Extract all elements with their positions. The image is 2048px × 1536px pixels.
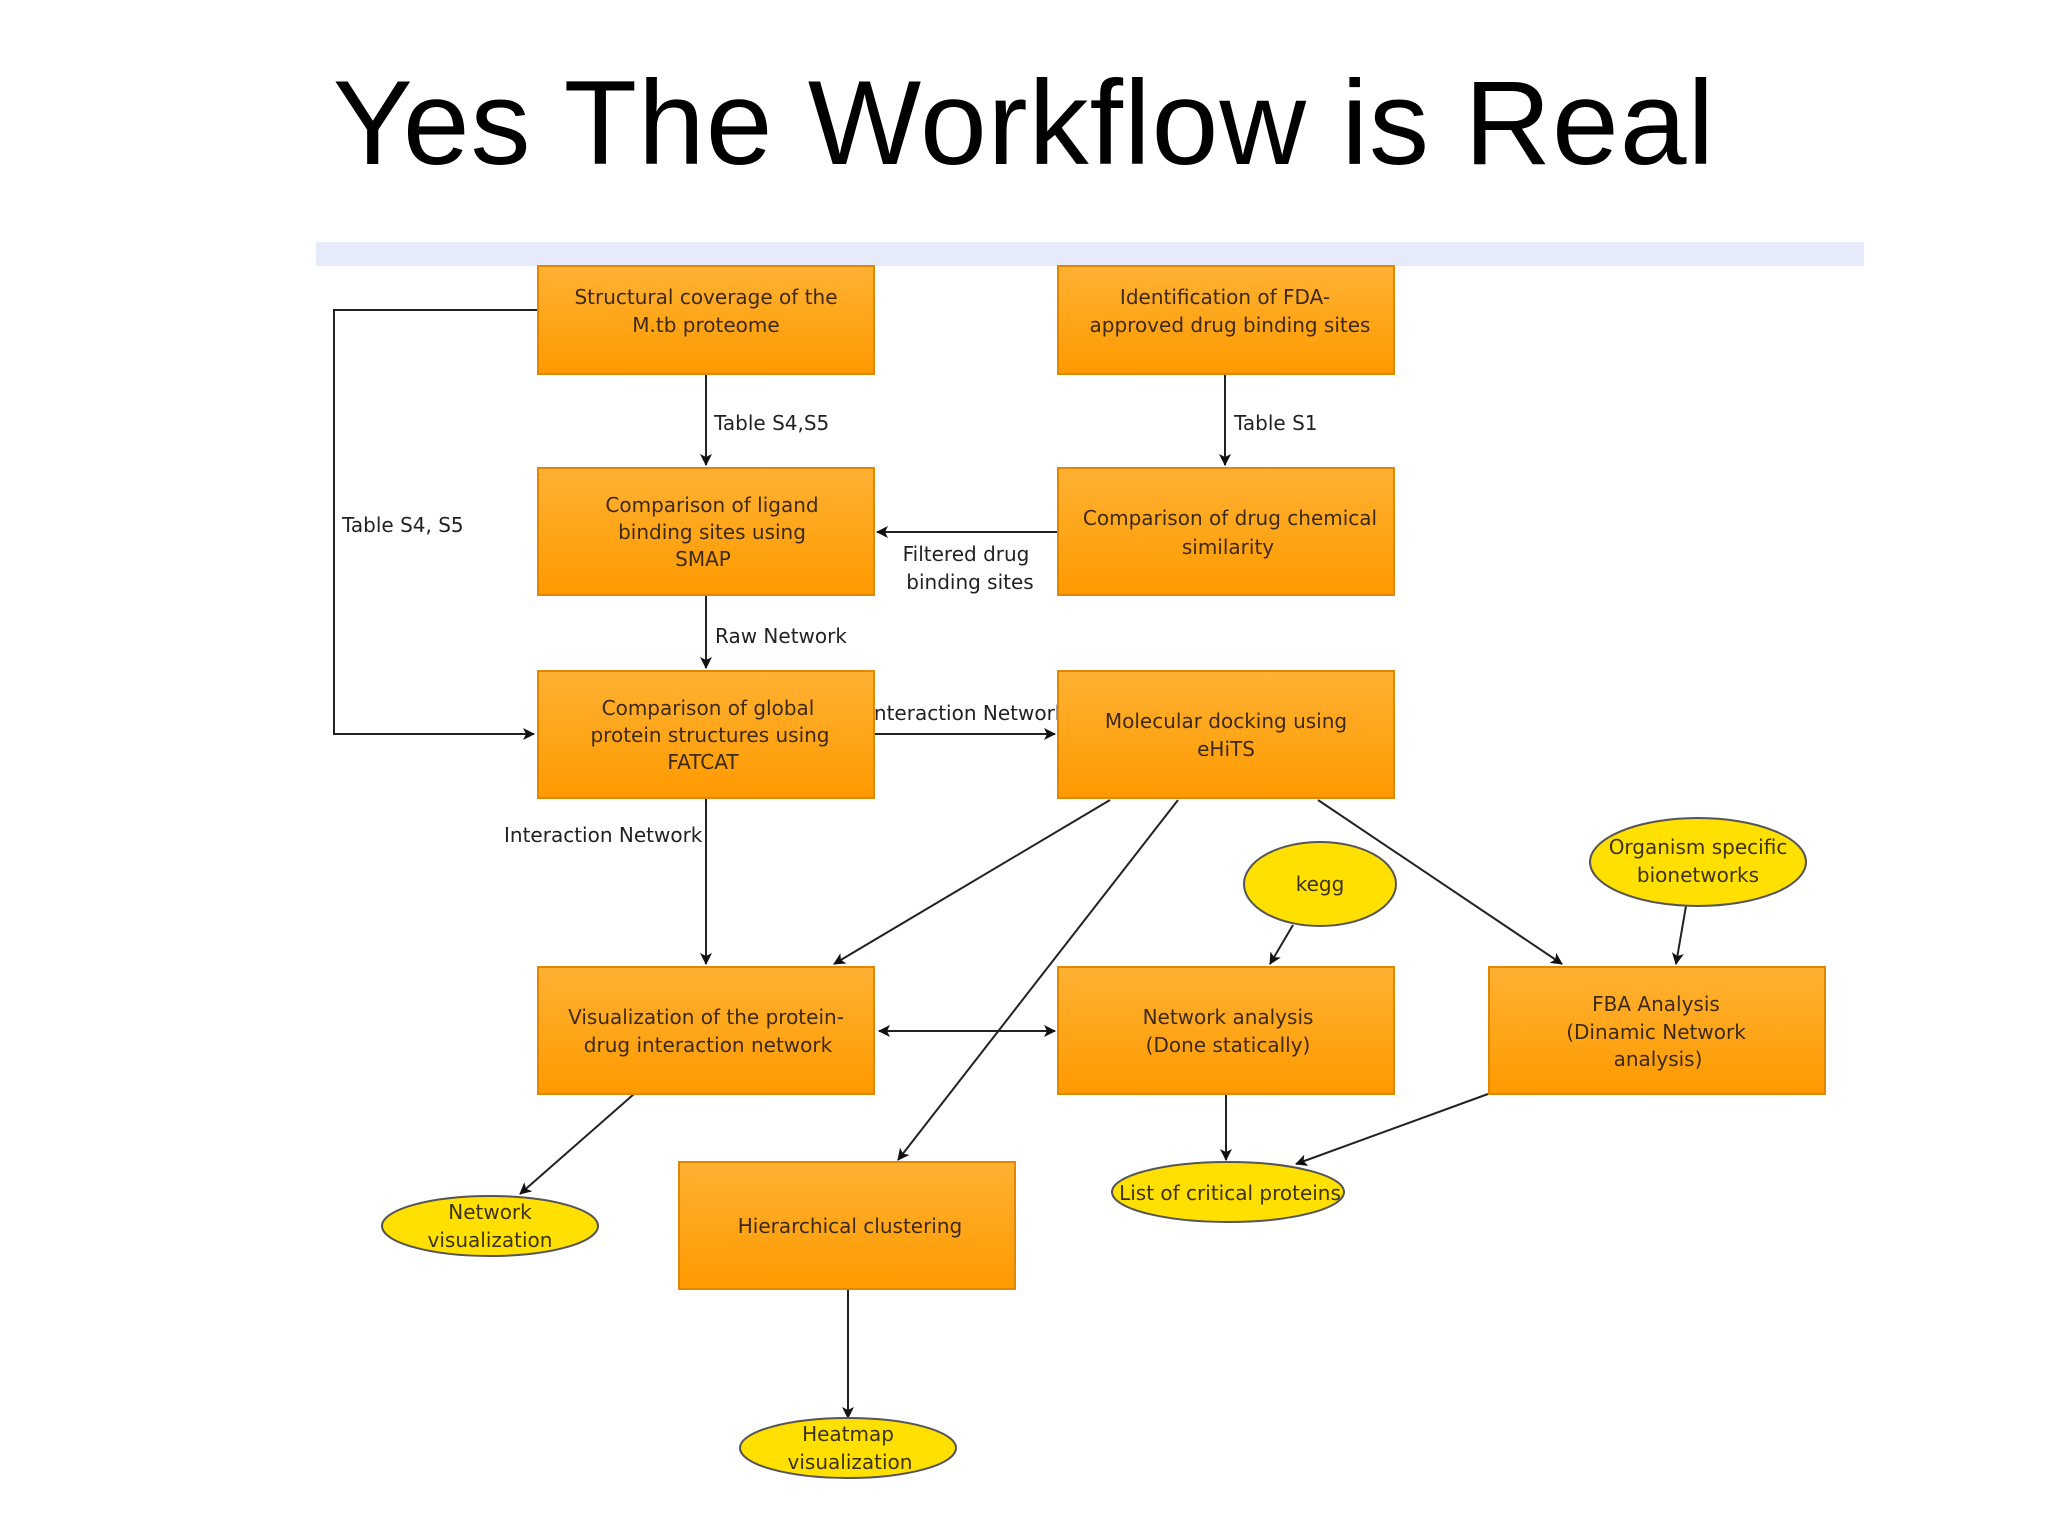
box-netan-line2: (Done statically) xyxy=(1146,1033,1311,1057)
box-fba xyxy=(1488,966,1826,1095)
edge-label-interaction-network-right: Interaction Network xyxy=(868,701,1067,725)
edge-label-table-s1: Table S1 xyxy=(1233,411,1318,435)
edge-vis-netvis xyxy=(519,1093,635,1195)
edge-kegg-netan xyxy=(1269,924,1294,965)
box-smap-line1: Comparison of ligand xyxy=(605,493,818,517)
box-structural-line2: M.tb proteome xyxy=(632,313,779,337)
edge-organism-fba xyxy=(1671,905,1687,965)
edge-label-filtered-line1: Filtered drug xyxy=(903,542,1030,566)
box-vis xyxy=(537,966,875,1095)
edge-docking-hier xyxy=(897,799,1179,1161)
ellipse-heatmap-line1: Heatmap xyxy=(802,1422,894,1446)
box-structural-line1: Structural coverage of the xyxy=(574,285,837,309)
box-structural xyxy=(537,265,875,375)
ellipse-organism xyxy=(1589,817,1807,907)
box-fatcat-line1: Comparison of global xyxy=(602,696,815,720)
box-fba-line1: FBA Analysis xyxy=(1592,992,1720,1016)
edge-label-raw-network: Raw Network xyxy=(715,624,847,648)
edge-label-table-s4s5-left: Table S4, S5 xyxy=(341,513,464,537)
ellipse-organism-line2: bionetworks xyxy=(1637,863,1759,887)
ellipse-critical-label: List of critical proteins xyxy=(1119,1181,1341,1205)
box-fatcat-line3: FATCAT xyxy=(667,750,739,774)
box-chem-line2: similarity xyxy=(1182,535,1274,559)
box-netan xyxy=(1057,966,1395,1095)
box-docking-line1: Molecular docking using xyxy=(1105,709,1347,733)
data-ellipses xyxy=(381,817,1807,1479)
box-hier-line1: Hierarchical clustering xyxy=(738,1214,963,1238)
box-fatcat xyxy=(537,670,875,799)
box-fba-line2: (Dinamic Network xyxy=(1566,1020,1746,1044)
box-smap-line3: SMAP xyxy=(675,547,731,571)
header-band xyxy=(316,242,1864,266)
ellipse-netvis-line1: Network xyxy=(448,1200,532,1224)
box-vis-line2: drug interaction network xyxy=(584,1033,833,1057)
edge-label-interaction-network-down: Interaction Network xyxy=(504,823,703,847)
ellipse-netvis-line2: visualization xyxy=(428,1228,553,1252)
ellipse-kegg xyxy=(1243,841,1397,927)
process-boxes xyxy=(537,265,1826,1290)
edge-label-table-s4s5-down: Table S4,S5 xyxy=(713,411,829,435)
ellipse-heatmap xyxy=(739,1417,957,1479)
box-docking-line2: eHiTS xyxy=(1197,737,1255,761)
box-fda-line1: Identification of FDA- xyxy=(1120,285,1330,309)
connectors xyxy=(333,309,1687,1419)
ellipse-netvis xyxy=(381,1195,599,1257)
box-vis-line1: Visualization of the protein- xyxy=(568,1005,844,1029)
ellipse-critical xyxy=(1111,1161,1345,1223)
box-fba-line3: analysis) xyxy=(1614,1047,1703,1071)
box-smap-line2: binding sites using xyxy=(618,520,806,544)
edge-label-filtered-line2: binding sites xyxy=(906,570,1033,594)
edge-docking-fba xyxy=(1317,799,1563,965)
edge-docking-vis xyxy=(833,799,1111,965)
box-hier xyxy=(678,1161,1016,1290)
box-fda-line2: approved drug binding sites xyxy=(1090,313,1371,337)
box-chem-line1: Comparison of drug chemical xyxy=(1083,506,1377,530)
ellipse-organism-line1: Organism specific xyxy=(1609,835,1788,859)
edge-structural-fatcat xyxy=(333,309,538,740)
edge-fba-critical xyxy=(1295,1093,1489,1166)
ellipse-kegg-label: kegg xyxy=(1296,872,1345,896)
box-docking xyxy=(1057,670,1395,799)
box-netan-line1: Network analysis xyxy=(1143,1005,1314,1029)
box-fda xyxy=(1057,265,1395,375)
ellipse-heatmap-line2: visualization xyxy=(788,1450,913,1474)
box-chem xyxy=(1057,467,1395,596)
slide-title: Yes The Workflow is Real xyxy=(332,56,1716,190)
box-smap xyxy=(537,467,875,596)
box-fatcat-line2: protein structures using xyxy=(590,723,829,747)
